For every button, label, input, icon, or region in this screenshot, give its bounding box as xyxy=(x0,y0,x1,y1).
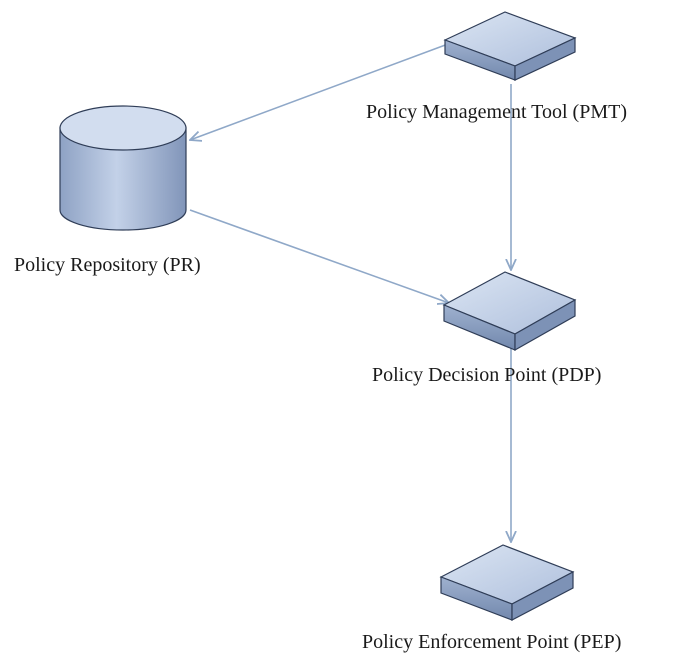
pep-box-icon xyxy=(439,544,575,621)
pr-label: Policy Repository (PR) xyxy=(14,254,201,276)
pdp-label: Policy Decision Point (PDP) xyxy=(372,364,601,386)
node-pmt: Policy Management Tool (PMT) xyxy=(366,11,627,123)
pep-label: Policy Enforcement Point (PEP) xyxy=(362,631,621,653)
pr-database-icon xyxy=(59,105,187,231)
node-pep: Policy Enforcement Point (PEP) xyxy=(362,544,621,653)
node-pdp: Policy Decision Point (PDP) xyxy=(372,271,601,386)
pmt-label: Policy Management Tool (PMT) xyxy=(366,101,627,123)
edge-pr-to-pdp xyxy=(189,209,449,303)
pmt-box-icon xyxy=(443,11,577,81)
edge-pmt-to-pr xyxy=(190,43,449,140)
edges xyxy=(189,43,511,542)
node-pr: Policy Repository (PR) xyxy=(14,105,201,276)
pdp-box-icon xyxy=(442,271,577,352)
